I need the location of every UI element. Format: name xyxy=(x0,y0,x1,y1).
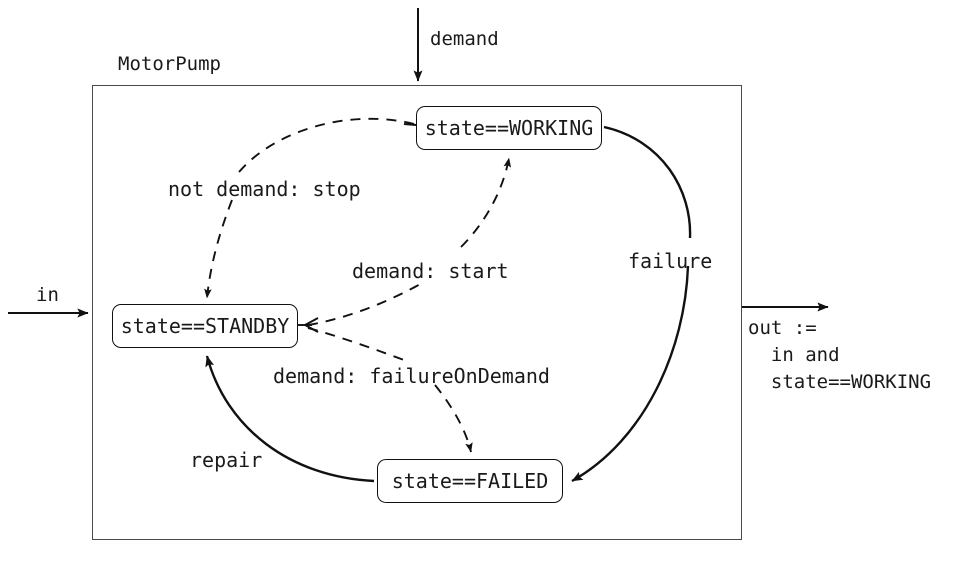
motorpump-block-frame xyxy=(92,85,742,540)
transition-repair-edge xyxy=(205,355,375,483)
state-working[interactable]: state==WORKING xyxy=(416,106,602,150)
out-expression-line-3: state==WORKING xyxy=(748,371,932,393)
in-port-label: in xyxy=(36,284,59,306)
transition-label-repair: repair xyxy=(190,448,263,472)
out-expression-line-2: in and xyxy=(748,344,840,366)
transition-label-failure: failure xyxy=(628,249,713,273)
transition-failure-edge xyxy=(571,125,692,483)
out-expression-line-1: out := xyxy=(748,317,817,339)
demand-port-label: demand xyxy=(430,28,499,50)
block-title: MotorPump xyxy=(118,53,221,75)
state-failed[interactable]: state==FAILED xyxy=(377,459,563,503)
state-standby[interactable]: state==STANDBY xyxy=(112,304,298,348)
transition-label-failure-on-demand: demand: failureOnDemand xyxy=(273,364,550,388)
transition-label-start: demand: start xyxy=(352,259,509,283)
transition-stop-edge xyxy=(204,117,417,299)
standby-dashed-junction-arrow xyxy=(298,317,319,333)
transition-failure-on-demand-edge xyxy=(307,327,473,453)
transition-start-edge xyxy=(307,157,512,326)
transition-label-stop: not demand: stop xyxy=(168,177,361,201)
